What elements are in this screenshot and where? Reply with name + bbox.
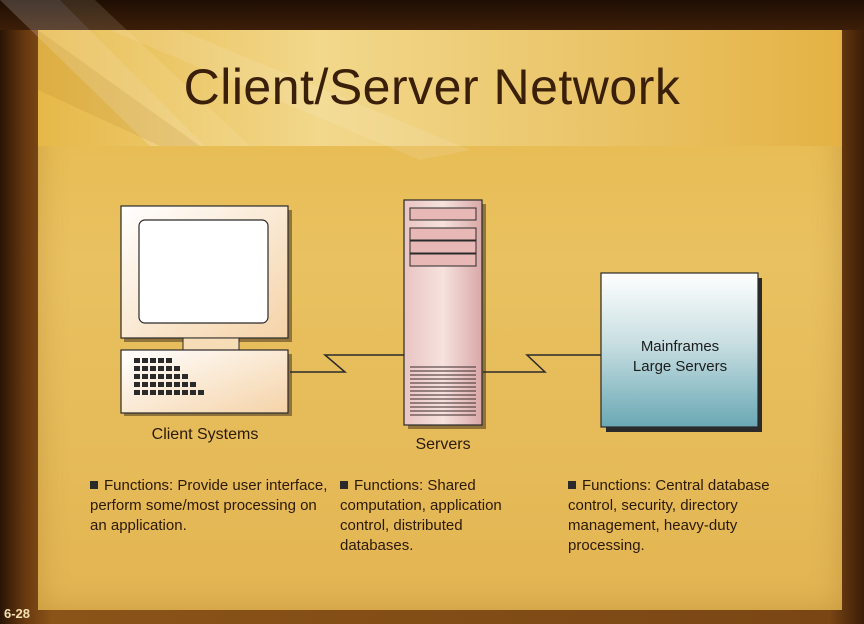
server-tower-icon (403, 199, 486, 429)
top-band (0, 0, 864, 30)
bullet-icon (340, 481, 348, 489)
client-functions-text: Functions: Provide user interface, perfo… (90, 477, 328, 534)
mainframe-functions: Functions: Central database control, sec… (568, 476, 800, 556)
connector-client-server (290, 354, 405, 373)
connector-server-mainframe (483, 354, 602, 373)
page-title: Client/Server Network (183, 59, 681, 115)
bullet-icon (568, 481, 576, 489)
page-number: 6-28 (4, 606, 31, 621)
client-systems-label: Client Systems (152, 426, 259, 443)
server-functions: Functions: Shared computation, applicati… (340, 476, 540, 556)
large-servers-label: Large Servers (633, 358, 727, 375)
mainframes-label: Mainframes (641, 338, 719, 355)
bullet-icon (90, 481, 98, 489)
mainframe-functions-text: Functions: Central database control, sec… (568, 477, 770, 554)
title-band (38, 30, 842, 146)
client-computer-icon (120, 205, 292, 416)
mainframe-box (600, 272, 762, 432)
client-functions: Functions: Provide user interface, perfo… (90, 476, 330, 536)
servers-label: Servers (415, 436, 470, 453)
server-functions-text: Functions: Shared computation, applicati… (340, 477, 502, 554)
